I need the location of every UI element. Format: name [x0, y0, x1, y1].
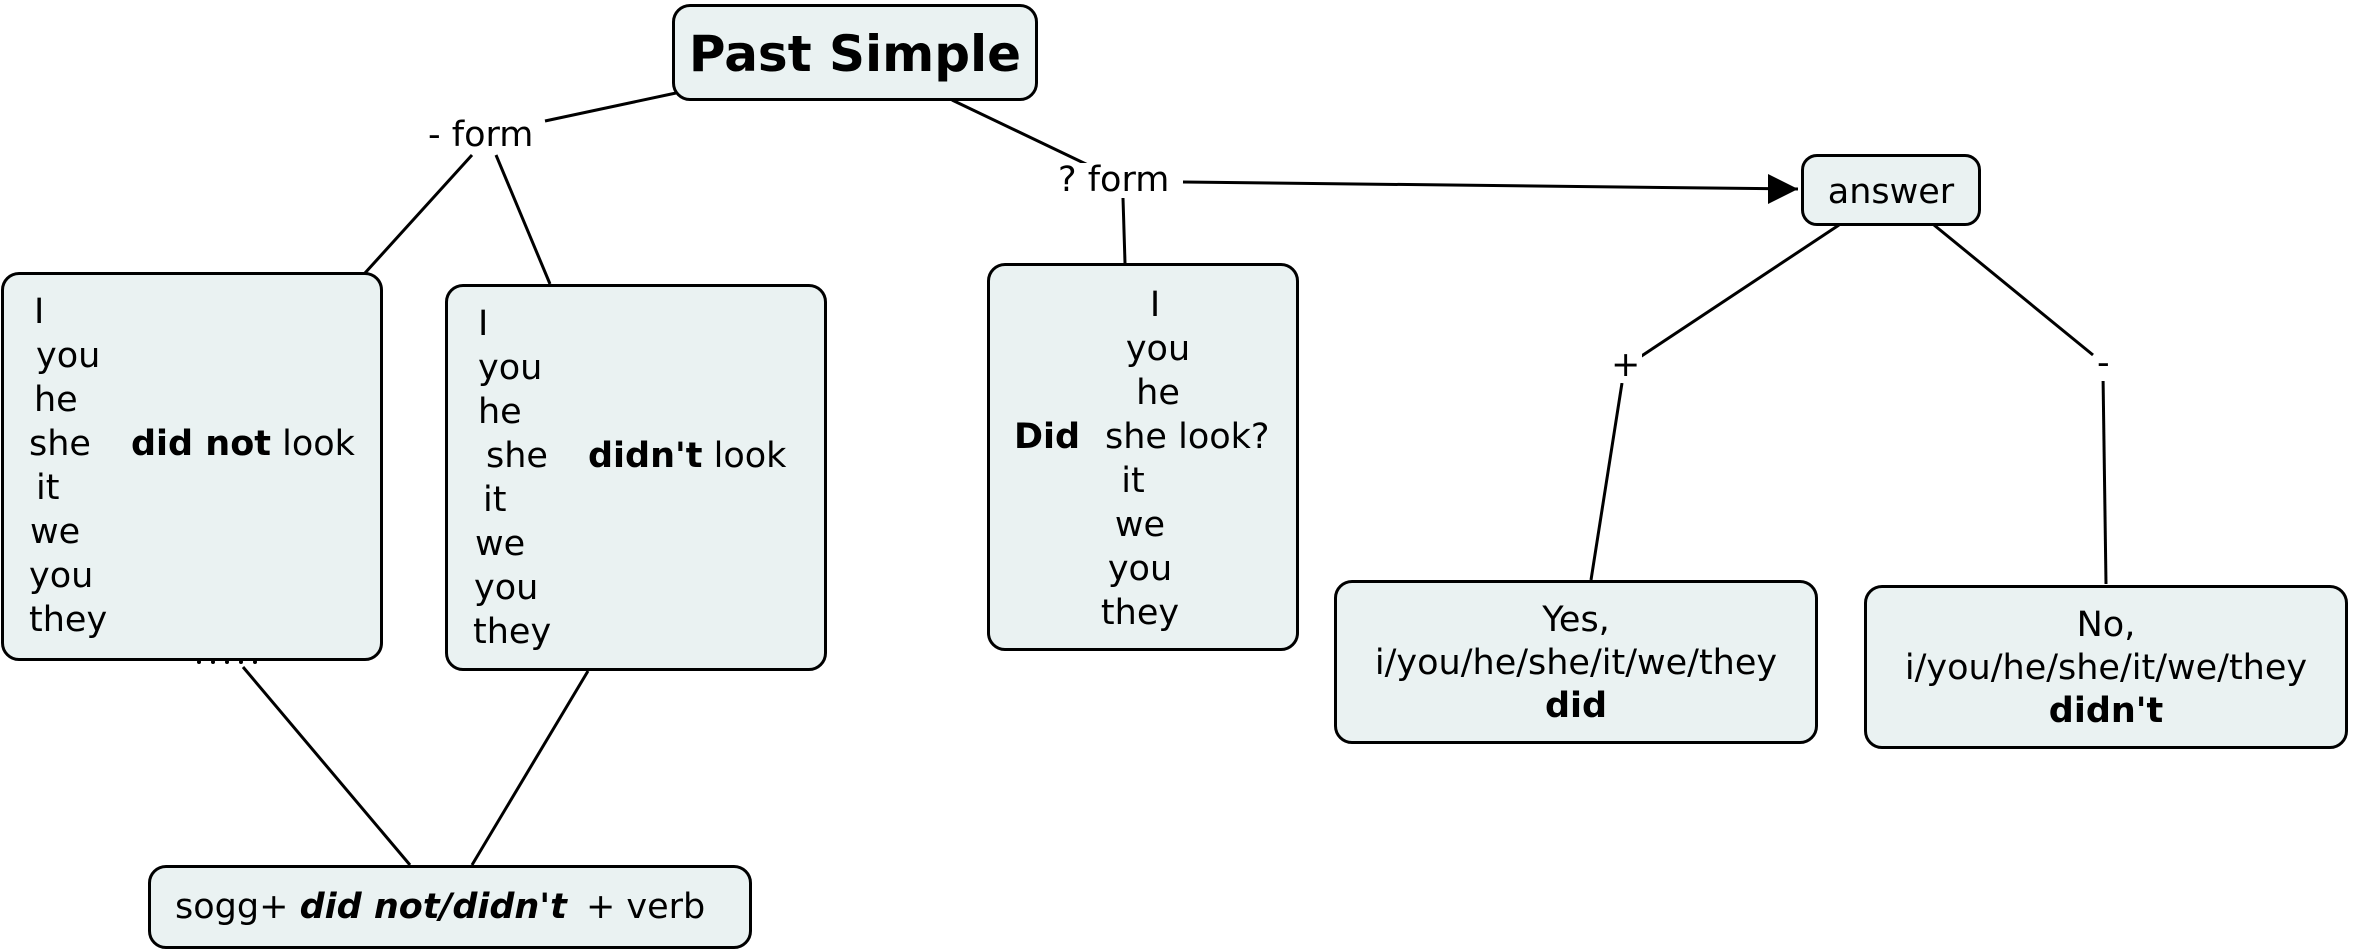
link-label-plus: +: [1609, 345, 1643, 385]
line-negform-to-full: [363, 153, 474, 275]
negative-full-form-node: I you he she it we you they did not look: [1, 272, 383, 661]
yes-line3: did: [1544, 686, 1608, 726]
title-node: Past Simple: [672, 4, 1038, 101]
title-text: Past Simple: [688, 25, 1022, 83]
question-form-node: I you he Did she look? it we you they: [987, 263, 1299, 651]
auxiliary: didn't: [588, 436, 703, 476]
link-label-minus: -: [2095, 343, 2112, 383]
line-title-to-negform: [544, 91, 677, 123]
pronoun: you: [478, 348, 543, 388]
no-line3: didn't: [2048, 691, 2164, 731]
auxiliary: did not: [131, 424, 271, 464]
pronoun: it: [483, 480, 507, 520]
pronoun: we: [475, 524, 526, 564]
negative-short-form-node: I you he she it we you they didn't look: [445, 284, 827, 671]
pronoun: you: [474, 568, 539, 608]
pronoun: you: [1125, 329, 1191, 369]
pronoun: we: [1114, 505, 1166, 545]
answer-node: answer: [1801, 154, 1981, 226]
pronoun: they: [473, 612, 552, 652]
pronoun: you: [29, 556, 94, 596]
rule-text: sogg+ did not/didn't + verb: [175, 890, 705, 925]
link-label-negative-form: - form: [428, 115, 534, 155]
link-label-question-form: ? form: [1058, 160, 1170, 200]
arrow-qform-to-answer: [1182, 180, 1799, 191]
pronoun: he: [478, 392, 522, 432]
pronoun: she: [1105, 417, 1167, 457]
pronoun: he: [34, 380, 78, 420]
main-verb: look?: [1178, 417, 1270, 457]
pronoun: he: [1136, 373, 1180, 413]
pronoun: she: [29, 424, 91, 464]
arrowhead: [1768, 174, 1798, 204]
pronoun: they: [29, 600, 108, 640]
question-subject-verb: she look?: [1105, 420, 1270, 455]
line-title-to-qform: [951, 98, 1089, 167]
no-line1: No,: [2076, 605, 2136, 645]
pronoun: they: [1100, 593, 1180, 633]
yes-line2: i/you/he/she/it/we/they: [1374, 643, 1778, 683]
pronoun: you: [36, 336, 101, 376]
pronoun: you: [1107, 549, 1173, 589]
main-verb: look: [282, 424, 355, 464]
pronoun: she: [486, 436, 548, 476]
yes-answer-node: Yes, i/you/he/she/it/we/they did: [1334, 580, 1818, 744]
line-negform-to-short: [494, 154, 552, 285]
pronoun: I: [478, 304, 489, 344]
rule-suffix: + verb: [585, 887, 706, 927]
line-full-to-rule: [241, 666, 412, 866]
no-line2: i/you/he/she/it/we/they: [1904, 648, 2308, 688]
line-short-to-rule: [470, 670, 590, 866]
main-verb: look: [713, 436, 787, 476]
pronoun: it: [36, 468, 60, 508]
rule-aux: did not/didn't: [299, 887, 567, 927]
pronoun: we: [30, 512, 81, 552]
no-answer-node: No, i/you/he/she/it/we/they didn't: [1864, 585, 2348, 749]
rule-prefix: sogg+: [175, 887, 289, 927]
line-plus-to-yes: [1589, 382, 1624, 581]
verb-phrase: didn't look: [588, 439, 786, 474]
line-minus-to-no: [2101, 373, 2108, 585]
pronoun: I: [34, 292, 45, 332]
pronoun: it: [1121, 461, 1145, 501]
line-qform-to-question: [1121, 197, 1127, 264]
line-answer-to-plus: [1639, 223, 1840, 359]
question-aux: Did: [1014, 417, 1081, 457]
line-answer-to-minus: [1933, 223, 2094, 357]
verb-phrase: did not look: [131, 427, 355, 462]
rule-node: sogg+ did not/didn't + verb: [148, 865, 752, 949]
answer-label: answer: [1827, 172, 1955, 212]
pronoun: I: [1149, 285, 1161, 325]
yes-line1: Yes,: [1542, 600, 1610, 640]
